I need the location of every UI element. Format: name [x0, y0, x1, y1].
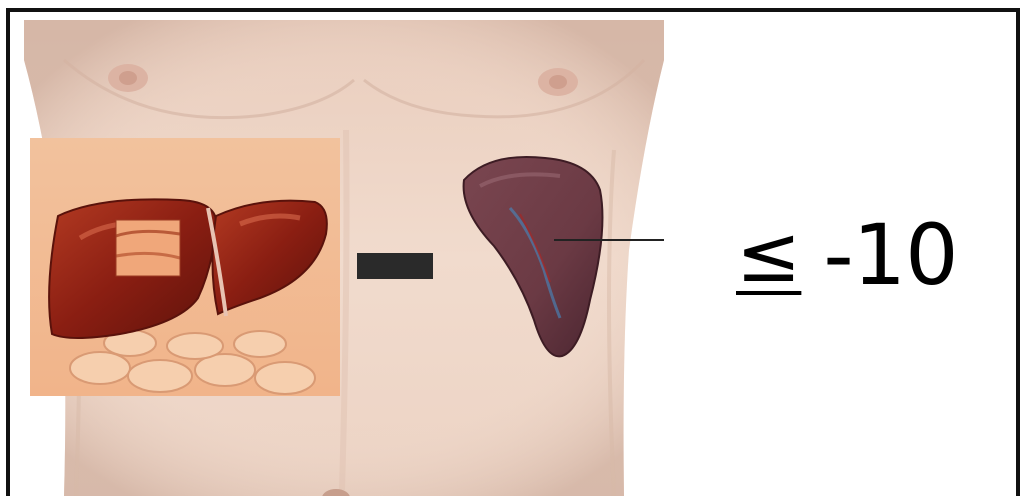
spleen-illustration — [450, 150, 670, 370]
threshold-value: -10 — [823, 213, 957, 297]
liver-inset-illustration — [30, 138, 340, 396]
minus-icon — [357, 253, 433, 279]
threshold-formula: ≤ -10 — [736, 190, 958, 320]
figure-frame: ≤ -10 — [6, 8, 1020, 496]
less-than-or-equal-symbol: ≤ — [736, 216, 801, 294]
